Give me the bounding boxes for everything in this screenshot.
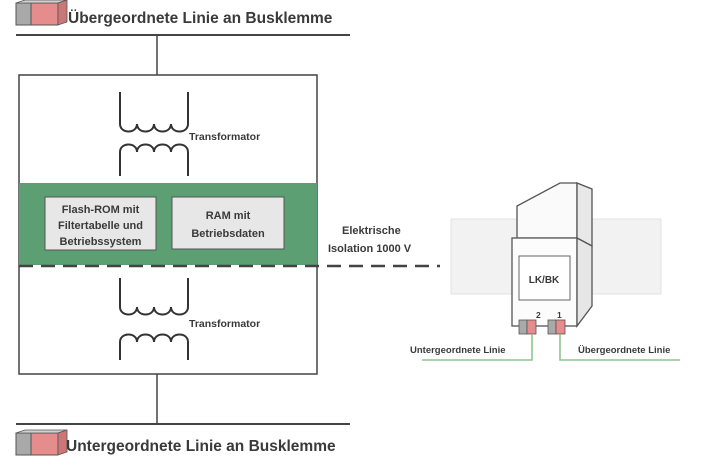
lower-line-wire <box>422 334 533 361</box>
flash-rom-line-1: Flash-ROM mit <box>62 204 140 216</box>
transformer-bottom-label: Transformator <box>189 318 260 330</box>
top-bus-terminal-icon <box>15 0 68 26</box>
flash-rom-line-2: Filtertabelle und <box>58 220 143 232</box>
transformer-top-label: Transformator <box>189 131 260 143</box>
flash-rom-box <box>44 196 157 251</box>
lower-line-label: Untergeordnete Linie <box>410 345 506 356</box>
bottom-line-label: Untergeordnete Linie an Busklemme <box>66 438 336 455</box>
upper-line-label: Übergeordnete Linie <box>578 345 670 356</box>
lk-bk-device-icon <box>511 182 593 328</box>
flash-rom-line-3: Betriebssystem <box>60 236 142 248</box>
terminal-1-icon <box>547 319 566 335</box>
isolation-label-line-2: Isolation 1000 V <box>328 243 412 255</box>
terminal-1-label: 1 <box>557 310 562 320</box>
ram-box <box>171 196 285 250</box>
upper-line-wire <box>559 334 680 361</box>
terminal-2-icon <box>518 319 537 335</box>
transformer-bottom-icon <box>119 278 189 360</box>
ram-line-1: RAM mit <box>206 210 251 222</box>
transformer-top-icon <box>119 92 189 176</box>
device-label: LK/BK <box>529 275 560 286</box>
terminal-2-label: 2 <box>536 310 541 320</box>
isolation-label-line-1: Elektrische <box>342 225 401 237</box>
bottom-bus-terminal-icon <box>15 429 68 456</box>
ram-line-2: Betriebsdaten <box>191 228 265 240</box>
top-line-label: Übergeordnete Linie an Busklemme <box>68 10 333 27</box>
